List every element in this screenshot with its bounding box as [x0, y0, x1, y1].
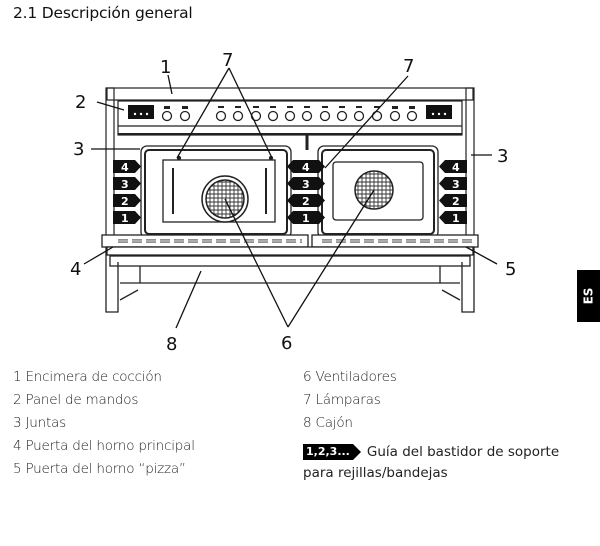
- callout-4: 4: [70, 259, 81, 280]
- drawer: [105, 246, 475, 313]
- rack-guide-text: Guía del bastidor de soporte para rejill…: [303, 444, 560, 481]
- svg-text:4: 4: [452, 161, 460, 174]
- rack-level-badges-right: 4 3 2 1: [439, 160, 467, 225]
- rack-level-badge: 1: [113, 211, 141, 225]
- legend-item-drawer: 8 Cajón: [303, 415, 353, 431]
- knob[interactable]: [371, 110, 383, 122]
- rack-level-badge: 2: [287, 194, 325, 208]
- svg-text:3: 3: [121, 178, 129, 191]
- knob[interactable]: [406, 110, 418, 122]
- knob[interactable]: [336, 110, 348, 122]
- knob[interactable]: [284, 110, 296, 122]
- rack-level-badge: 3: [439, 177, 467, 191]
- knob[interactable]: [215, 110, 227, 122]
- left-display: [128, 105, 154, 119]
- callout-1: 1: [160, 57, 171, 78]
- rack-level-badge: 2: [439, 194, 467, 208]
- svg-text:3: 3: [452, 178, 460, 191]
- callout-3-right: 3: [497, 146, 508, 167]
- legend-item-seals: 3 Juntas: [13, 415, 66, 431]
- svg-text:3: 3: [302, 178, 310, 191]
- leader-lines: [83, 67, 498, 329]
- control-panel: [128, 105, 452, 122]
- legend-item-lamps: 7 Lámparas: [303, 392, 381, 408]
- svg-text:2: 2: [302, 195, 310, 208]
- control-knobs: [161, 110, 418, 122]
- rack-level-badge: 4: [113, 160, 141, 174]
- knob[interactable]: [232, 110, 244, 122]
- knob[interactable]: [161, 110, 173, 122]
- legend-item-cooktop: 1 Encimera de cocción: [13, 369, 162, 385]
- svg-text:4: 4: [121, 161, 129, 174]
- knob[interactable]: [179, 110, 191, 122]
- svg-text:1: 1: [121, 212, 129, 225]
- svg-text:4: 4: [302, 161, 310, 174]
- callout-6: 6: [281, 333, 292, 354]
- callout-7-right: 7: [403, 56, 414, 77]
- callout-numbers: 1 2 3 3 7 7 4 5 8 6: [70, 50, 516, 355]
- right-display: [426, 105, 452, 119]
- rack-level-badge: 3: [113, 177, 141, 191]
- rack-level-badge: 1: [287, 211, 325, 225]
- knob[interactable]: [389, 110, 401, 122]
- callout-2: 2: [75, 92, 86, 113]
- legend-item-control-panel: 2 Panel de mandos: [13, 392, 139, 408]
- rack-level-badges-center: 4 3 2 1: [287, 160, 325, 225]
- callout-7-left: 7: [222, 50, 233, 71]
- legend-item-pizza-oven-door: 5 Puerta del horno “pizza”: [13, 461, 186, 477]
- callout-8: 8: [166, 334, 177, 355]
- legend-item-rack-guide: 1,2,3...Guía del bastidor de soporte par…: [303, 442, 593, 484]
- legend-left: 1 Encimera de cocción 2 Panel de mandos …: [13, 366, 195, 481]
- legend-right: 6 Ventiladores 7 Lámparas 8 Cajón: [303, 366, 397, 435]
- section-title: 2.1 Descripción general: [13, 4, 193, 22]
- oven-diagram: 4 3 2 1 4 3 2 1: [70, 50, 516, 355]
- legend-item-main-oven-door: 4 Puerta del horno principal: [13, 438, 195, 454]
- knob[interactable]: [267, 110, 279, 122]
- rack-level-badge: 3: [287, 177, 325, 191]
- svg-text:1: 1: [302, 212, 310, 225]
- door-handles: [101, 234, 479, 248]
- pizza-oven: [305, 134, 439, 239]
- knob[interactable]: [353, 110, 365, 122]
- rack-guide-badge: 1,2,3...: [303, 444, 361, 460]
- svg-text:2: 2: [452, 195, 460, 208]
- svg-text:2: 2: [121, 195, 129, 208]
- rack-level-badge: 2: [113, 194, 141, 208]
- legend-item-fans: 6 Ventiladores: [303, 369, 397, 385]
- svg-text:1: 1: [452, 212, 460, 225]
- rack-level-badge: 4: [439, 160, 467, 174]
- rack-level-badge: 4: [287, 160, 325, 174]
- rack-level-badges-left: 4 3 2 1: [113, 160, 141, 225]
- knob[interactable]: [301, 110, 313, 122]
- language-tab: ES: [577, 270, 600, 322]
- knob[interactable]: [319, 110, 331, 122]
- rack-level-badge: 1: [439, 211, 467, 225]
- main-oven: [140, 145, 292, 239]
- callout-5: 5: [505, 259, 516, 280]
- callout-3-left: 3: [73, 139, 84, 160]
